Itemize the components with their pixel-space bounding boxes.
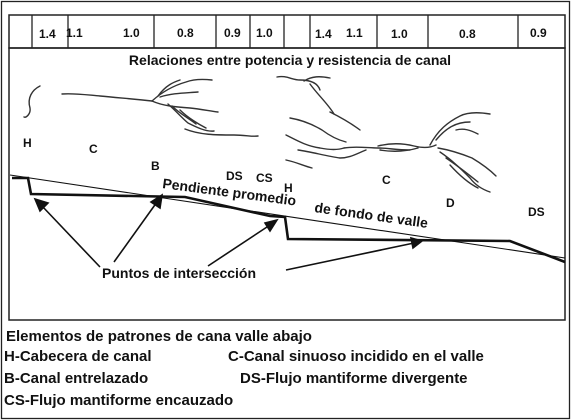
intersection-arrows (33, 193, 424, 271)
zone-label-h1: H (23, 136, 32, 150)
legend-item-h: H-Cabecera de canal (4, 348, 152, 365)
zone-label-cs: CS (256, 171, 273, 185)
legend-item-b: B-Canal entrelazado (4, 370, 149, 387)
channel-profile-line (12, 176, 566, 264)
bar-cell-2: 1.1 (66, 26, 83, 40)
legend-item-cs: CS-Flujo mantiforme encauzado (4, 392, 234, 409)
zone-label-c2: C (382, 173, 391, 187)
diagram-box (8, 47, 566, 321)
diagram-title: Relaciones entre potencia y resistencia … (129, 52, 451, 68)
bar-cell-11: 0.9 (530, 26, 547, 40)
bar-cell-8: 1.1 (346, 26, 363, 40)
zone-label-ds2: DS (528, 205, 545, 219)
zone-label-d: D (446, 196, 455, 210)
average-slope-line (9, 174, 566, 259)
bar-cell-9: 1.0 (391, 27, 408, 41)
intersection-label: Puntos de intersección (102, 265, 256, 281)
zone-label-c1: C (89, 142, 98, 156)
bar-cell-6: 1.0 (256, 26, 273, 40)
zone-label-b: B (151, 159, 160, 173)
bar-cell-5: 0.9 (224, 26, 241, 40)
channel-network-right (276, 75, 497, 193)
legend-item-ds: DS-Flujo mantiforme divergente (240, 370, 468, 387)
zone-label-h2: H (284, 181, 293, 195)
channel-network-left (23, 78, 259, 137)
bar-cell-10: 0.8 (459, 27, 476, 41)
bar-cell-7: 1.4 (315, 27, 332, 41)
legend-item-c: C-Canal sinuoso incidido en el valle (228, 348, 484, 365)
bar-cell-4: 0.8 (177, 26, 194, 40)
slope-label-part2: de fondo de valle (314, 199, 430, 231)
bar-cell-3: 1.0 (123, 26, 140, 40)
legend-heading: Elementos de patrones de cana valle abaj… (6, 328, 312, 345)
zone-labels: H C B DS CS H C D DS (23, 136, 545, 219)
bar-cell-1: 1.4 (39, 27, 56, 41)
zone-label-ds1: DS (226, 169, 243, 183)
top-value-bar: 1.4 1.1 1.0 0.8 0.9 1.0 1.4 1.1 1.0 0.8 … (8, 14, 566, 49)
